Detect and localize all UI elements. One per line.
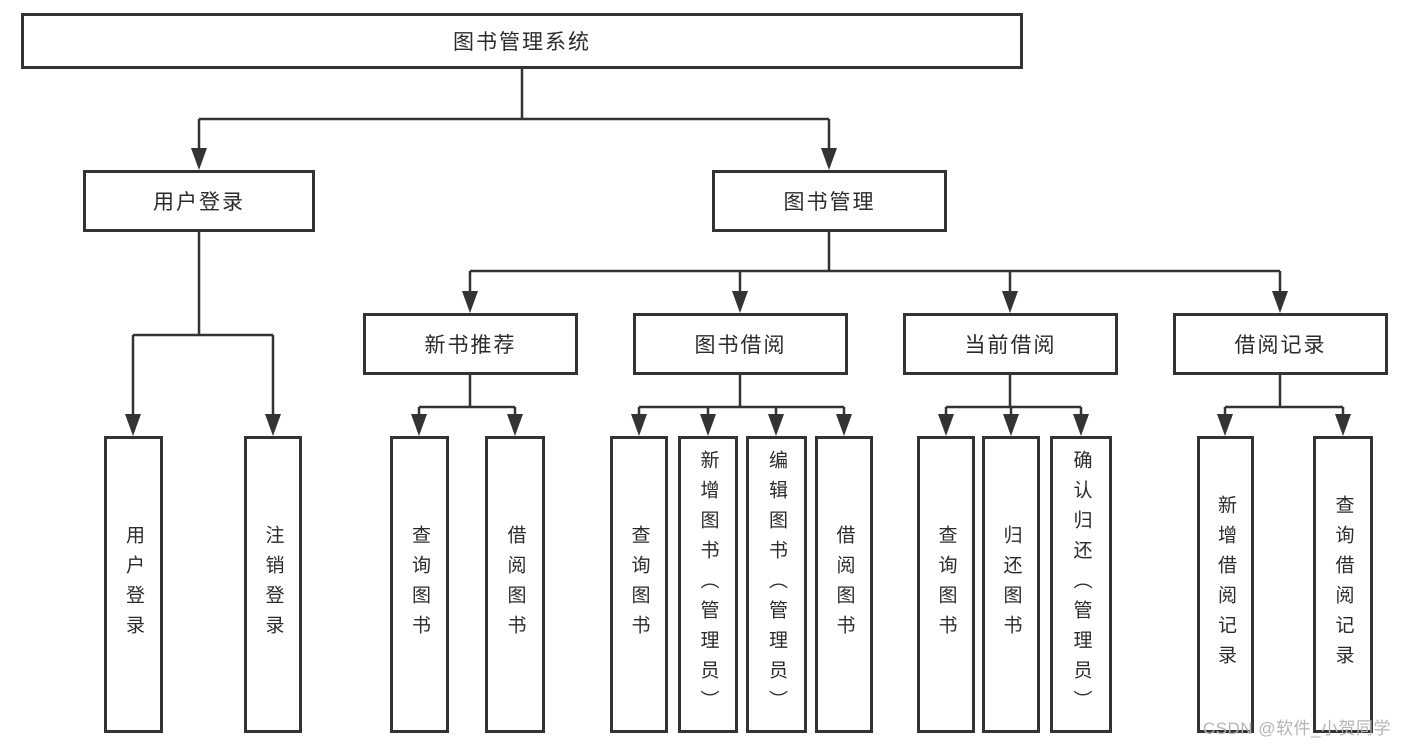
connector-current-borrow-to-leaves: [938, 375, 1089, 436]
node-borrow-records: 借阅记录: [1173, 313, 1388, 375]
node-book-borrow: 图书借阅: [633, 313, 848, 375]
leaf-label: 查询图书: [628, 524, 650, 645]
node-label: 图书管理: [783, 191, 876, 214]
connector-new-book-recommend-to-leaves: [411, 375, 523, 436]
leaf-label: 查询图书: [409, 524, 430, 645]
leaf-label: 借阅图书: [833, 524, 855, 645]
connector-borrow-records-to-leaves: [1217, 375, 1351, 436]
leaf-add-borrow-record: 新增借阅记录: [1197, 436, 1254, 733]
leaf-label: 用户登录: [123, 524, 144, 645]
connector-book-borrow-to-leaves: [631, 375, 852, 436]
leaf-label: 归还图书: [1000, 524, 1022, 645]
leaf-query-borrow-record: 查询借阅记录: [1313, 436, 1373, 733]
node-label: 借阅记录: [1234, 334, 1327, 357]
leaf-label: 查询图书: [935, 524, 957, 645]
leaf-query-books-borrow: 查询图书: [610, 436, 668, 733]
node-label: 当前借阅: [964, 334, 1057, 357]
node-user-login: 用户登录: [83, 170, 315, 232]
connector-root-to-level2: [191, 69, 837, 170]
leaf-edit-book-admin: 编辑图书（管理员）: [746, 436, 807, 733]
node-system-root: 图书管理系统: [21, 13, 1023, 69]
leaf-label: 查询借阅记录: [1332, 494, 1354, 675]
leaf-label: 新增图书（管理员）: [697, 449, 719, 720]
node-book-management: 图书管理: [712, 170, 947, 232]
connector-user-login-to-leaves: [125, 232, 281, 436]
leaf-user-login: 用户登录: [104, 436, 163, 733]
leaf-borrow-books-recommend: 借阅图书: [485, 436, 545, 733]
node-label: 新书推荐: [424, 334, 517, 357]
leaf-label: 编辑图书（管理员）: [766, 449, 787, 720]
leaf-query-books-recommend: 查询图书: [390, 436, 449, 733]
leaf-label: 新增借阅记录: [1215, 494, 1236, 675]
node-label: 用户登录: [153, 191, 245, 214]
connector-book-management-to-level3: [462, 232, 1288, 313]
leaf-label: 确认归还（管理员）: [1070, 449, 1092, 720]
csdn-watermark: CSDN @软件_小贺同学: [1202, 719, 1391, 738]
leaf-return-book: 归还图书: [982, 436, 1040, 733]
node-label: 图书管理系统: [453, 31, 591, 54]
leaf-label: 借阅图书: [504, 524, 526, 645]
leaf-add-book-admin: 新增图书（管理员）: [678, 436, 738, 733]
leaf-logout: 注销登录: [244, 436, 302, 733]
node-label: 图书借阅: [694, 334, 787, 357]
node-current-borrow: 当前借阅: [903, 313, 1118, 375]
leaf-confirm-return-admin: 确认归还（管理员）: [1050, 436, 1112, 733]
leaf-query-books-current: 查询图书: [917, 436, 975, 733]
leaf-borrow-books: 借阅图书: [815, 436, 873, 733]
leaf-label: 注销登录: [262, 524, 284, 645]
node-new-book-recommend: 新书推荐: [363, 313, 578, 375]
